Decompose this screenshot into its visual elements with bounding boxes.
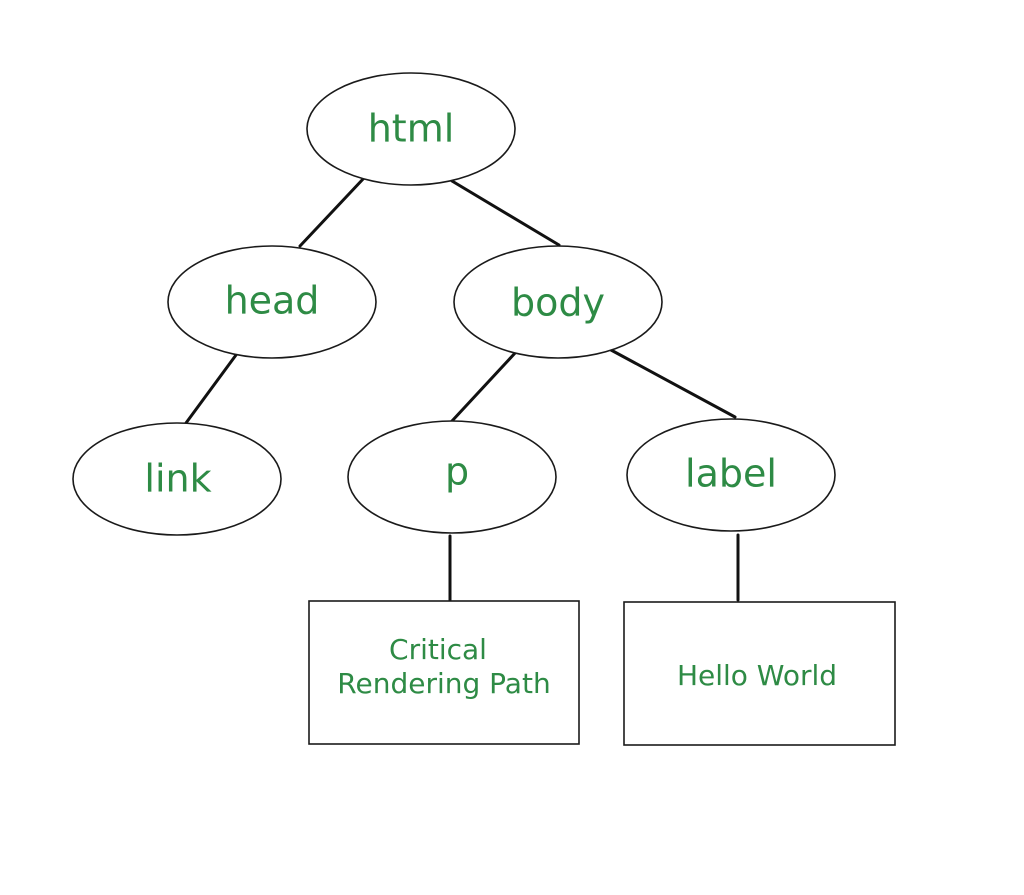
node-html-label: html (368, 107, 455, 151)
node-link-label: link (144, 457, 211, 501)
node-p: p (347, 420, 557, 534)
edge-html-body (450, 179, 561, 247)
edge-html-head (298, 176, 366, 248)
edge-body-label (609, 348, 737, 419)
text-node-label-line1: Hello World (677, 659, 837, 692)
node-p-label: p (445, 450, 469, 494)
node-label-label: label (685, 452, 777, 496)
node-link: link (72, 422, 282, 536)
node-html: html (306, 72, 516, 186)
edge-head-link (184, 353, 238, 425)
edge-body-p (450, 350, 518, 423)
node-head-label: head (225, 279, 320, 323)
text-node-p-line2: Rendering Path (337, 667, 550, 700)
node-head: head (167, 245, 377, 359)
text-node-label: Hello World (623, 601, 896, 746)
node-label: label (626, 418, 836, 532)
node-body-label: body (511, 281, 605, 325)
node-body: body (453, 245, 663, 359)
text-node-p: Critical Rendering Path (308, 600, 580, 745)
text-node-p-line1: Critical (389, 633, 487, 666)
